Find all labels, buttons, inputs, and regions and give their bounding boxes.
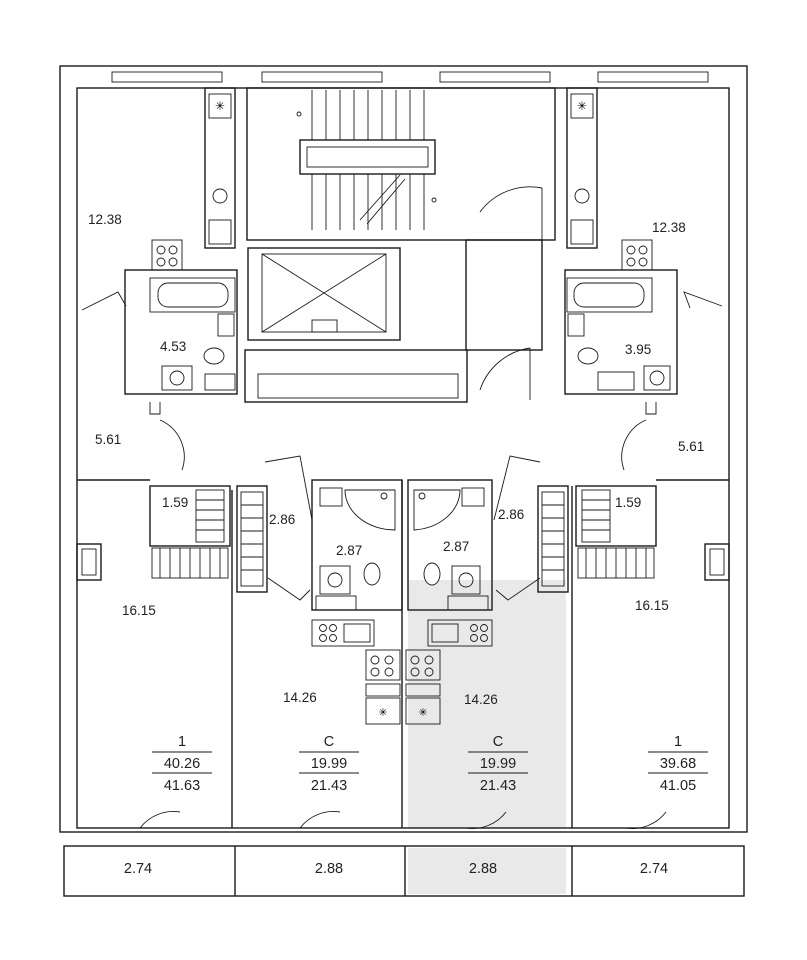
area-studio-b-hall: 2.86: [498, 507, 524, 522]
area-studio-a-hall: 2.86: [269, 512, 295, 527]
apt-type: 1: [674, 734, 682, 750]
apt-type: С: [493, 734, 503, 750]
balcony-area: 2.74: [124, 861, 152, 877]
apt-type: 1: [178, 734, 186, 750]
area-right-hall: 5.61: [678, 439, 704, 454]
area-right-kitchen: 12.38: [652, 220, 686, 235]
apt-total-area: 21.43: [311, 778, 347, 794]
apartment-left: ✳: [76, 87, 238, 829]
balcony-area: 2.88: [315, 861, 343, 877]
apartment-summary-left: 1 40.26 41.63: [152, 734, 212, 794]
apt-type: С: [324, 734, 334, 750]
area-studio-a-bath: 2.87: [336, 543, 362, 558]
apt-living-area: 19.99: [480, 756, 516, 772]
apt-total-area: 41.05: [660, 778, 696, 794]
area-right-closet: 1.59: [615, 495, 641, 510]
apt-living-area: 19.99: [311, 756, 347, 772]
apt-living-area: 40.26: [164, 756, 200, 772]
area-right-room: 16.15: [635, 598, 669, 613]
svg-text:✳: ✳: [215, 99, 225, 113]
apartment-right: ✳: [564, 87, 730, 829]
area-left-kitchen: 12.38: [88, 212, 122, 227]
apartment-studio-b: ✳: [405, 455, 573, 829]
area-left-closet: 1.59: [162, 495, 188, 510]
highlighted-apartment: [408, 580, 566, 894]
area-left-room: 16.15: [122, 603, 156, 618]
apartment-studio-a: ✳: [236, 455, 403, 829]
area-left-bath: 4.53: [160, 339, 186, 354]
room-area-labels: 12.38 12.38 4.53 3.95 5.61 5.61 1.59 1.5…: [88, 212, 704, 707]
area-studio-a-room: 14.26: [283, 690, 317, 705]
area-right-bath: 3.95: [625, 342, 651, 357]
balcony-area: 2.88: [469, 861, 497, 877]
area-studio-b-room: 14.26: [464, 692, 498, 707]
outer-walls: [59, 65, 748, 897]
apt-living-area: 39.68: [660, 756, 696, 772]
area-left-hall: 5.61: [95, 432, 121, 447]
svg-text:✳: ✳: [418, 707, 427, 719]
balcony-area: 2.74: [640, 861, 668, 877]
svg-text:✳: ✳: [378, 707, 387, 719]
apartment-summary-studio-b: С 19.99 21.43: [468, 734, 528, 794]
apt-total-area: 41.63: [164, 778, 200, 794]
stair-core: [244, 87, 556, 403]
balcony-labels: 2.74 2.88 2.88 2.74: [124, 861, 668, 877]
area-studio-b-bath: 2.87: [443, 539, 469, 554]
svg-text:✳: ✳: [577, 99, 587, 113]
apartment-summary-right: 1 39.68 41.05: [648, 734, 708, 794]
apt-total-area: 21.43: [480, 778, 516, 794]
apartment-summary-studio-a: С 19.99 21.43: [299, 734, 359, 794]
